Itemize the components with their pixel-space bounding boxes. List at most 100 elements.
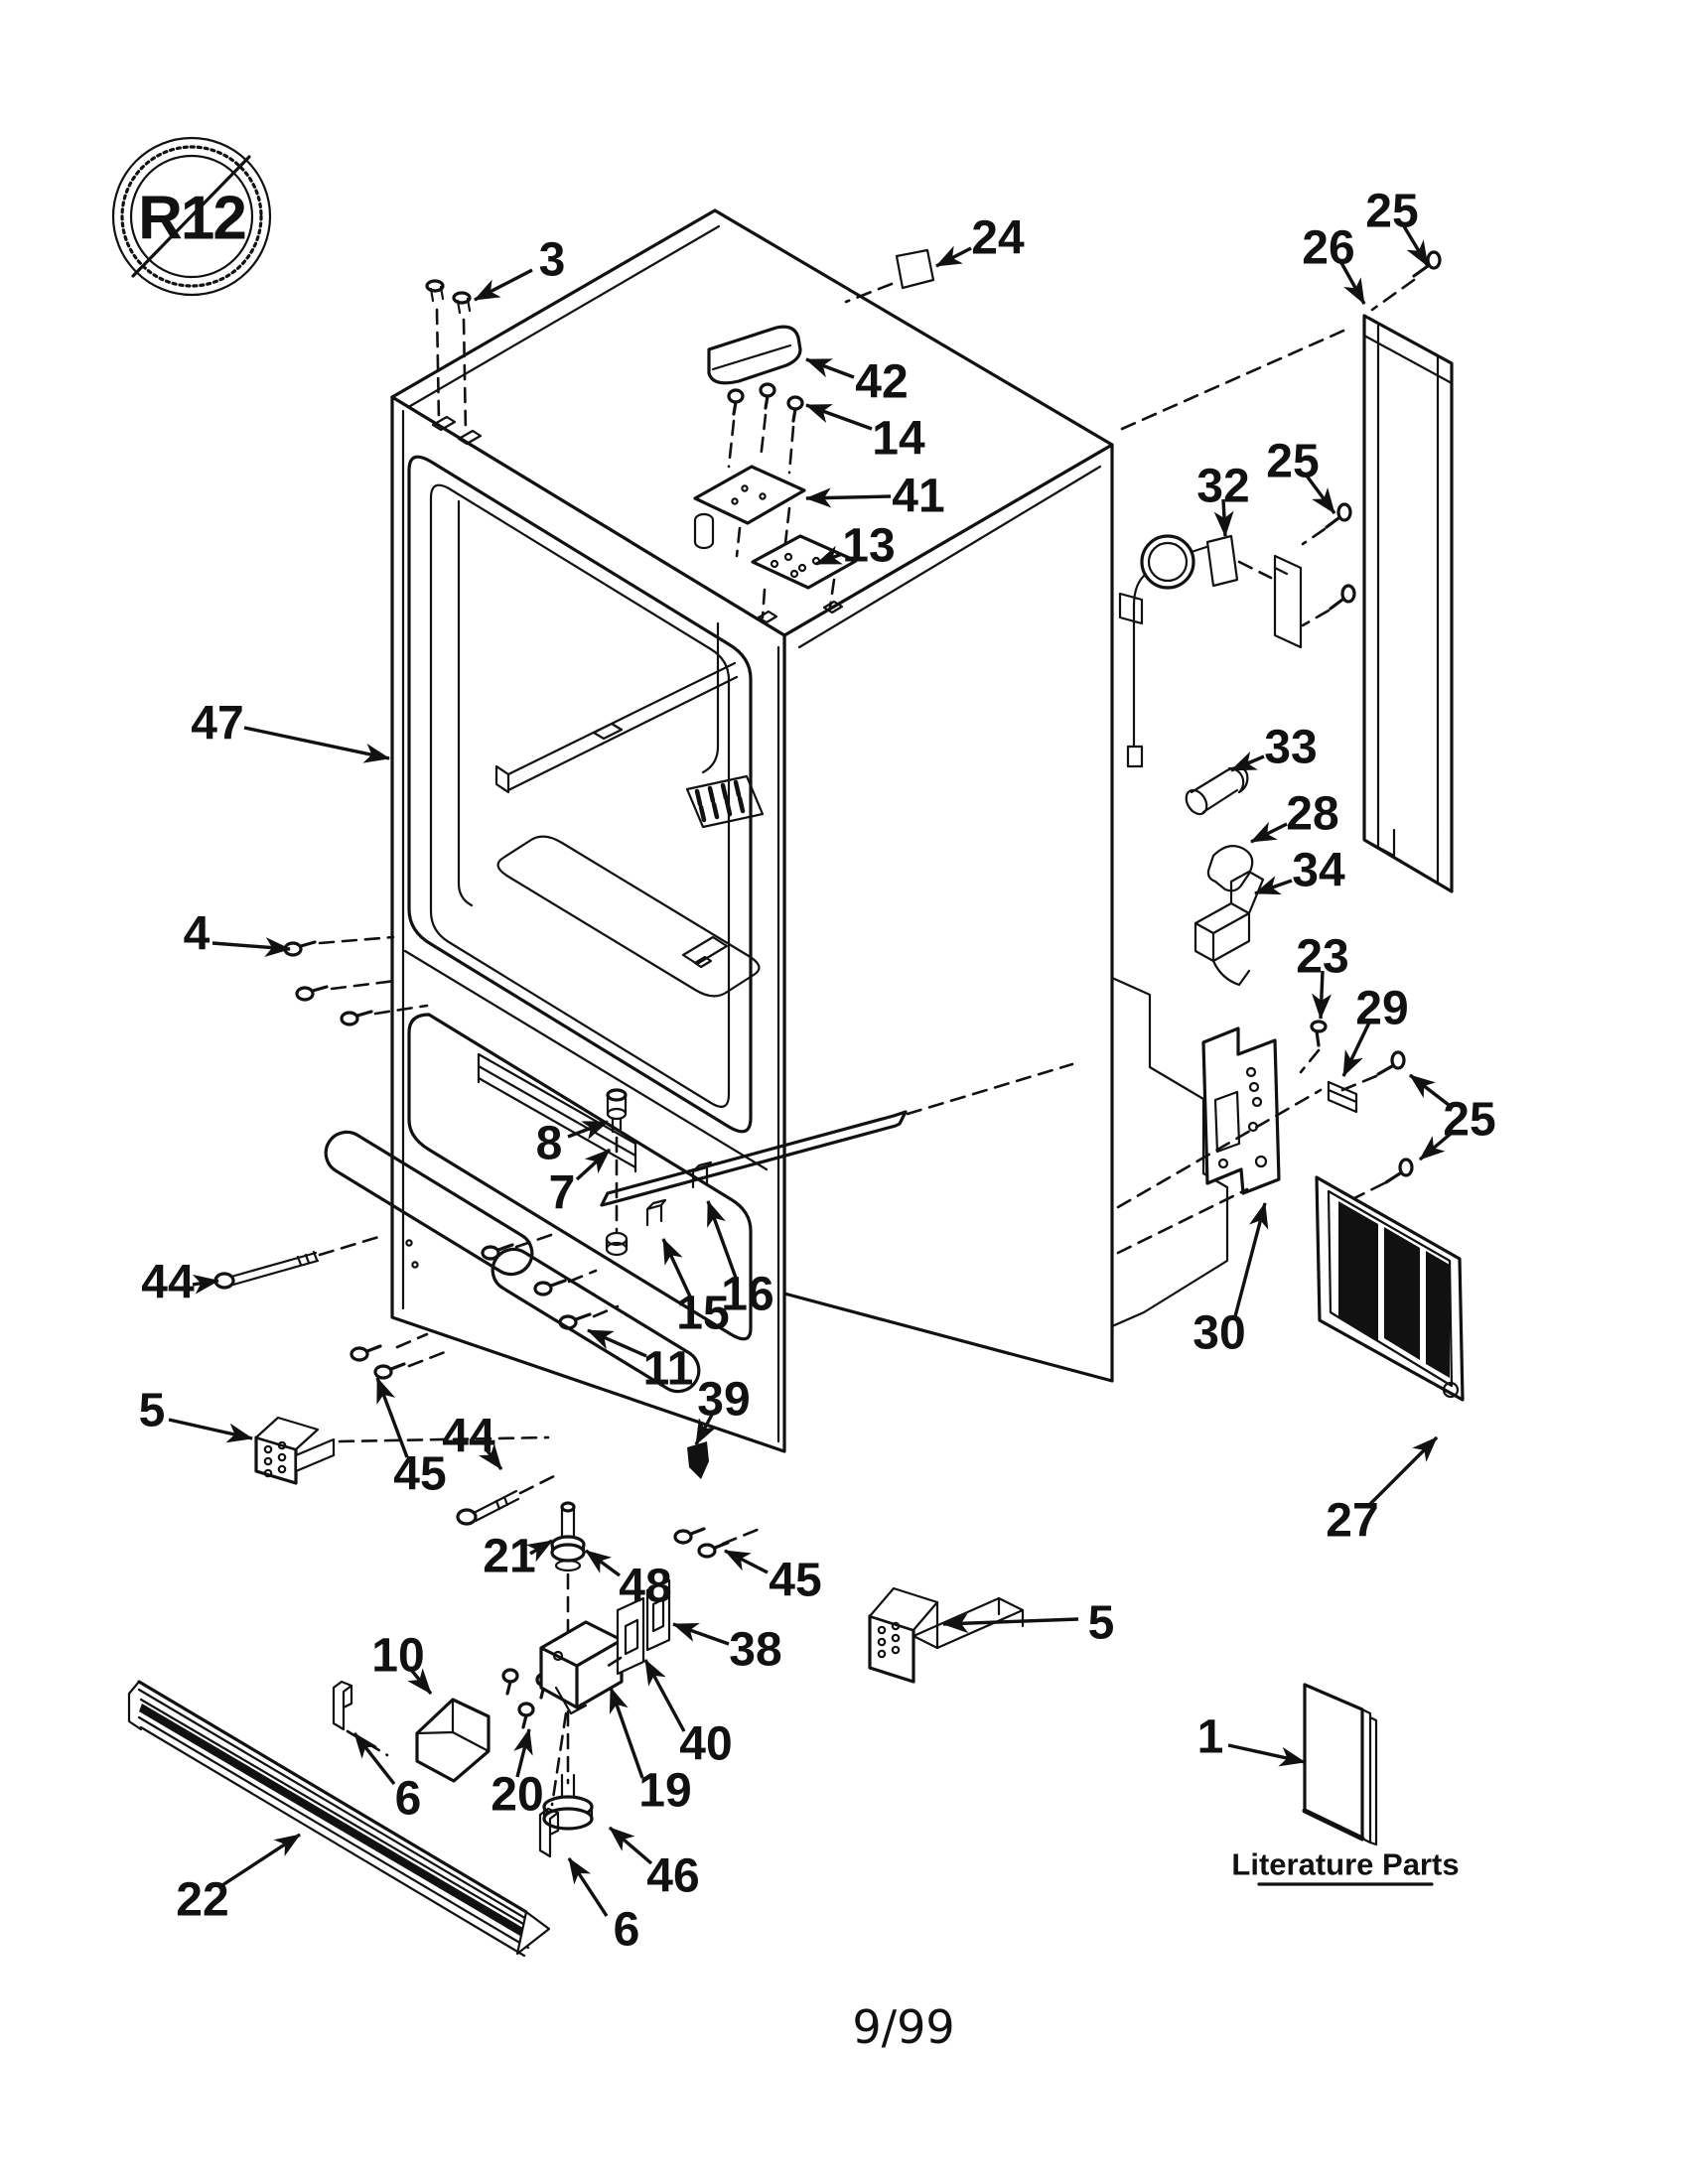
part-25-screws-rear xyxy=(1338,1050,1414,1207)
part-callout-40: 40 xyxy=(679,1718,732,1771)
part-32-wire-harness xyxy=(1118,534,1273,768)
part-callout-44: 44 xyxy=(442,1411,495,1463)
part-callout-28: 28 xyxy=(1286,788,1338,841)
part-callout-24: 24 xyxy=(971,212,1025,265)
part-callout-34: 34 xyxy=(1292,845,1345,897)
part-41-top-hinge xyxy=(693,465,806,558)
leader-arrow-41 xyxy=(805,487,892,508)
diagram-line-art xyxy=(111,136,1465,1958)
part-14-hinge-screws xyxy=(727,382,804,475)
part-5-bracket-right xyxy=(868,1586,1025,1684)
leader-arrow-4 xyxy=(211,937,291,958)
leader-arrow-39 xyxy=(694,1414,717,1445)
literature-parts-label: Literature Parts xyxy=(1231,1847,1459,1882)
part-6-clip-right xyxy=(538,1807,560,1858)
leader-arrow-25 xyxy=(1418,1132,1453,1161)
part-callout-13: 13 xyxy=(842,520,895,573)
part-callout-1: 1 xyxy=(1197,1711,1224,1764)
part-callout-26: 26 xyxy=(1302,222,1354,275)
part-5-bracket-left xyxy=(254,1416,550,1485)
leader-arrow-10 xyxy=(407,1668,433,1696)
leader-arrow-28 xyxy=(1250,821,1288,844)
part-30-rear-bracket xyxy=(1116,1026,1323,1255)
leader-arrow-20 xyxy=(513,1728,533,1778)
part-callout-42: 42 xyxy=(855,356,908,409)
part-25-screw-top xyxy=(1370,250,1442,312)
part-callout-15: 15 xyxy=(676,1288,729,1340)
part-28-clip xyxy=(1206,845,1254,892)
part-callout-44: 44 xyxy=(141,1257,195,1309)
leader-arrow-15 xyxy=(661,1238,692,1297)
part-callout-38: 38 xyxy=(729,1624,781,1677)
leader-arrow-40 xyxy=(643,1659,686,1732)
part-callout-14: 14 xyxy=(872,413,925,466)
leader-arrow-11 xyxy=(587,1328,647,1358)
leader-arrow-25 xyxy=(1402,225,1430,267)
leader-arrow-3 xyxy=(474,268,533,302)
leader-arrow-34 xyxy=(1254,876,1293,895)
part-44-bolt-lower xyxy=(456,1473,558,1526)
leader-arrow-46 xyxy=(608,1826,653,1865)
part-45-screws-left xyxy=(350,1332,447,1380)
part-callout-21: 21 xyxy=(483,1531,535,1583)
part-29-clip-plate xyxy=(1327,1080,1358,1114)
part-25-cover-plate xyxy=(1273,502,1356,649)
part-39-grommet xyxy=(687,1441,709,1479)
leader-arrow-47 xyxy=(243,726,390,763)
part-22-toe-grille xyxy=(127,1680,551,1958)
part-callout-47: 47 xyxy=(191,698,243,751)
leader-arrow-27 xyxy=(1368,1435,1439,1506)
part-callout-25: 25 xyxy=(1443,1094,1495,1147)
part-callout-45: 45 xyxy=(393,1448,446,1501)
leader-arrow-25 xyxy=(1408,1073,1451,1107)
part-42-hinge-cover xyxy=(707,325,802,385)
leader-arrow-14 xyxy=(805,403,873,431)
part-45-screws-right xyxy=(673,1525,767,1559)
part-27-condenser-grille xyxy=(1315,1175,1465,1402)
revision-date: 9/99 xyxy=(852,2000,954,2054)
part-6-clip-left xyxy=(332,1680,389,1757)
leader-arrow-8 xyxy=(567,1120,609,1141)
part-callout-5: 5 xyxy=(1088,1597,1115,1650)
leader-arrow-32 xyxy=(1213,498,1234,537)
leader-arrow-13 xyxy=(815,545,843,566)
part-callout-32: 32 xyxy=(1196,461,1249,513)
leader-arrow-21 xyxy=(525,1539,553,1563)
part-3-top-screws xyxy=(425,279,472,435)
leader-arrow-6 xyxy=(567,1857,609,1917)
part-callout-16: 16 xyxy=(721,1269,773,1321)
part-callout-7: 7 xyxy=(549,1167,576,1220)
leader-arrow-30 xyxy=(1233,1202,1269,1317)
leader-arrow-7 xyxy=(575,1148,612,1181)
part-callout-41: 41 xyxy=(892,471,944,523)
part-callout-6: 6 xyxy=(614,1904,640,1957)
part-4-screws xyxy=(283,935,429,1026)
part-10-drip-cup xyxy=(415,1698,491,1783)
part-callout-25: 25 xyxy=(1266,436,1319,488)
part-callout-20: 20 xyxy=(491,1769,543,1822)
leader-arrow-44 xyxy=(478,1443,503,1471)
leader-arrow-45 xyxy=(724,1549,769,1574)
part-19-roller-bracket xyxy=(539,1620,624,1807)
leader-arrow-5 xyxy=(942,1613,1079,1634)
part-callout-46: 46 xyxy=(646,1850,699,1903)
part-callout-5: 5 xyxy=(139,1385,166,1437)
part-47-cabinet-shell xyxy=(324,208,1229,1453)
part-8-pin-and-7-support xyxy=(605,1088,629,1257)
part-callout-45: 45 xyxy=(769,1555,821,1607)
part-callout-48: 48 xyxy=(619,1561,671,1613)
leader-arrow-1 xyxy=(1227,1743,1306,1767)
leader-arrow-5 xyxy=(168,1418,253,1443)
part-callout-39: 39 xyxy=(697,1374,750,1427)
leader-arrow-29 xyxy=(1341,1022,1371,1077)
leader-arrow-6 xyxy=(352,1731,396,1786)
part-40-38-plates xyxy=(600,1578,671,1676)
leader-arrow-48 xyxy=(584,1549,622,1577)
part-callout-8: 8 xyxy=(536,1118,563,1170)
part-11-screws xyxy=(481,1232,620,1330)
part-callout-27: 27 xyxy=(1326,1495,1378,1548)
part-callout-3: 3 xyxy=(539,234,566,287)
part-44-bolt-upper xyxy=(213,1233,387,1290)
